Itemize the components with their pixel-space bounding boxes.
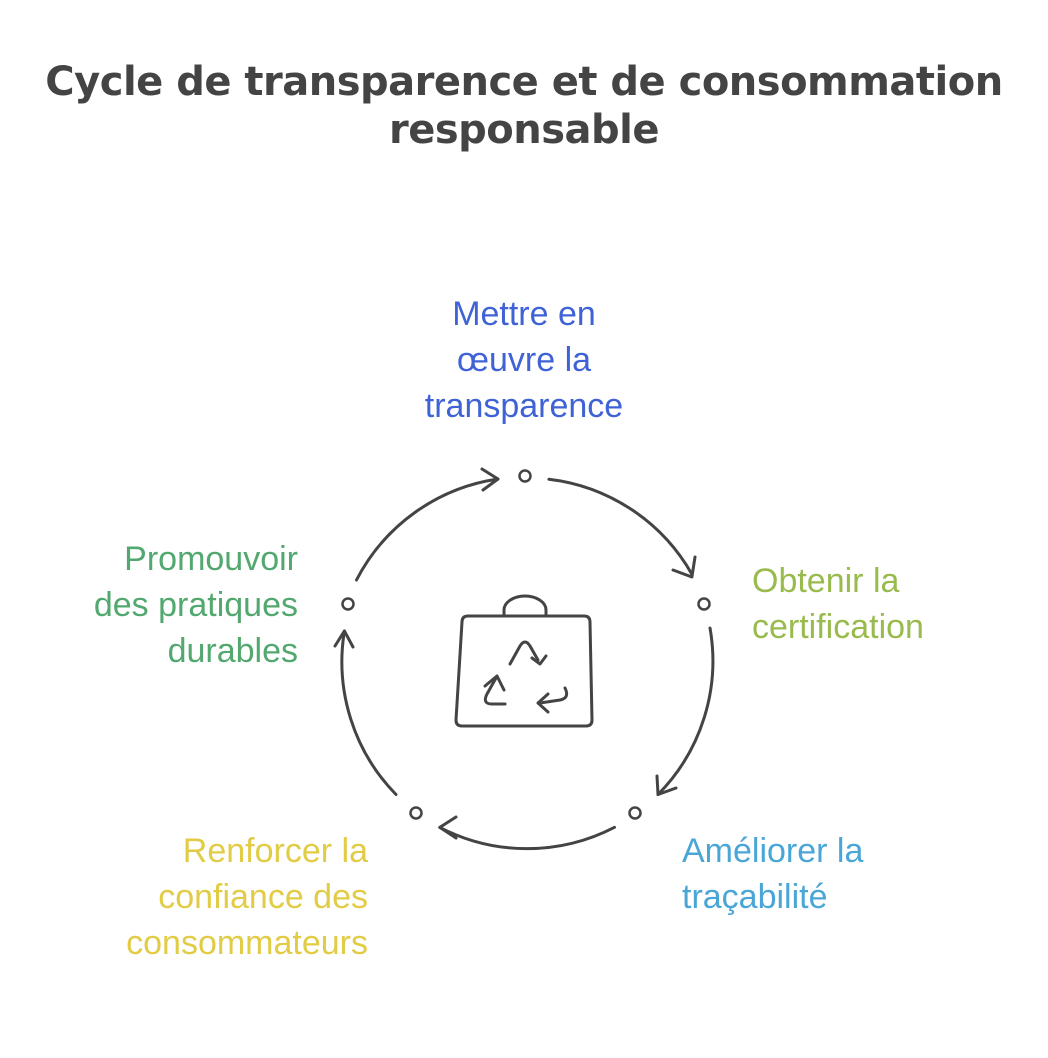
cycle-arrow-4-to-5-head [333,629,355,649]
step-3-label: Améliorer la traçabilité [682,828,1012,920]
step-2-label: Obtenir la certification [752,558,1032,650]
step-4-line-3: consommateurs [126,924,368,962]
step-2-line-1: Obtenir la [752,562,900,600]
title-line-1: Cycle de transparence et de consommation [45,59,1003,105]
cycle-arrow-2-to-3-head [655,774,678,796]
recycling-bag-icon [454,594,594,728]
cycle-arrow-5-to-1 [355,477,500,582]
step-5-line-1: Promouvoir [124,540,298,578]
step-5-label: Promouvoir des pratiques durables [20,536,298,674]
step-marker-3 [628,806,642,820]
cycle-arrow-1-to-2 [547,477,694,576]
step-1-line-3: transparence [424,387,624,425]
step-3-line-2: traçabilité [682,878,828,916]
title-line-2: responsable [388,107,660,153]
step-marker-4 [409,806,423,820]
step-1-label: Mettre en œuvre la transparence [374,291,674,429]
step-2-line-2: certification [752,608,924,646]
diagram-title: Cycle de transparence et de consommation… [0,58,1048,154]
cycle-arrow-3-to-4 [438,825,616,851]
step-marker-2 [697,597,711,611]
cycle-arrow-3-to-4-head [438,815,458,840]
cycle-arrow-1-to-2-head [671,555,697,579]
step-marker-1 [518,469,532,483]
step-4-line-1: Renforcer la [182,832,368,870]
cycle-arrow-4-to-5 [340,629,398,796]
step-4-line-2: confiance des [158,878,368,916]
step-5-line-2: des pratiques [93,586,298,624]
step-1-line-1: Mettre en [452,295,596,333]
cycle-arrow-2-to-3 [656,626,715,796]
step-1-line-2: œuvre la [456,341,592,379]
step-marker-5 [341,597,355,611]
step-4-label: Renforcer la confiance des consommateurs [40,828,368,966]
step-5-line-3: durables [167,632,298,670]
cycle-arrow-5-to-1-head [480,467,500,492]
step-3-line-1: Améliorer la [682,832,864,870]
